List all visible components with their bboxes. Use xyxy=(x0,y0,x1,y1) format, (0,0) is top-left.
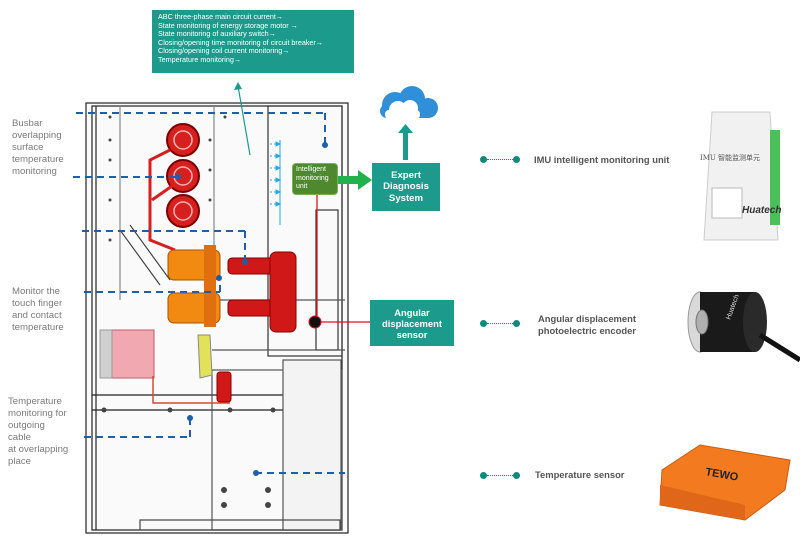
info-pointer-arrowhead xyxy=(234,82,242,90)
earthing-switch xyxy=(197,334,213,379)
label-line: touch finger xyxy=(12,298,63,309)
callout-connector-encoder xyxy=(480,320,520,327)
temperature-sensor-image: TEWO xyxy=(659,444,791,521)
function-item: Closing/opening coil current monitoring→ xyxy=(158,46,290,56)
box-line: Expert xyxy=(391,169,421,181)
label-line: monitoring for xyxy=(8,408,67,419)
connector-dot xyxy=(513,472,520,479)
product-label-temperature-sensor: Temperature sensor xyxy=(535,469,625,480)
sensor-points xyxy=(175,142,328,476)
function-item: Temperature monitoring→ xyxy=(158,54,242,64)
function-item: ABC three-phase main circuit current→ xyxy=(158,12,284,21)
label-line: cable xyxy=(8,432,31,443)
box-line: Intelligent xyxy=(296,166,326,173)
info-pointer-line xyxy=(237,85,251,156)
box-line: System xyxy=(388,192,424,204)
green-arrow-head xyxy=(358,170,372,190)
encoder-image: Huatech xyxy=(687,291,800,363)
label-line: temperature xyxy=(12,154,64,165)
teal-arrow-head xyxy=(398,124,413,133)
svg-text:Huatech: Huatech xyxy=(742,205,781,216)
box-line: sensor xyxy=(396,328,428,340)
label-busbar-temperature: Busbar overlapping surface temperature m… xyxy=(12,118,64,178)
surge-arrester xyxy=(216,371,232,403)
product-label-encoder: Angular displacement photoelectric encod… xyxy=(538,313,636,336)
label-outgoing-cable-temperature: Temperature monitoring for outgoing cabl… xyxy=(8,396,68,468)
label-line: photoelectric encoder xyxy=(538,324,636,336)
connector-dot xyxy=(480,156,487,163)
cloud-icon xyxy=(380,86,438,119)
label-line: place xyxy=(8,456,31,467)
label-line: and contact xyxy=(12,310,62,321)
circuit-breaker-poles xyxy=(227,251,297,333)
callout-connector-temperature xyxy=(480,472,520,479)
intelligent-monitoring-unit-box: Intelligent monitoring unit xyxy=(292,163,338,195)
label-line: overlapping xyxy=(12,130,62,141)
connector-line xyxy=(487,475,513,476)
bushing-c xyxy=(166,194,200,228)
label-line: Angular displacement xyxy=(538,313,636,324)
label-line: surface xyxy=(12,142,44,153)
green-arrow-shaft xyxy=(338,176,358,184)
box-line: displacement xyxy=(382,317,442,329)
connector-dot xyxy=(480,320,487,327)
signal-arrows xyxy=(270,140,282,225)
contact-arms xyxy=(167,245,221,327)
svg-text:IMU 智能监测单元: IMU 智能监测单元 xyxy=(700,153,760,162)
function-item: State monitoring of auxiliary switch→ xyxy=(158,29,276,39)
label-line: Temperature xyxy=(8,396,62,407)
label-line: outgoing xyxy=(8,420,45,431)
box-line: unit xyxy=(296,183,308,190)
connector-dot xyxy=(480,472,487,479)
busbar-conductor xyxy=(148,148,176,252)
label-line: temperature xyxy=(12,322,64,333)
teal-arrow-shaft xyxy=(403,132,408,160)
callout-connector-imu xyxy=(480,156,520,163)
connector-dot xyxy=(513,320,520,327)
angular-displacement-sensor-box: Angular displacement sensor xyxy=(370,300,454,346)
box-line: Diagnosis xyxy=(383,181,429,193)
label-line: at overlapping xyxy=(8,444,69,455)
box-line: Angular xyxy=(394,306,430,318)
current-transformer xyxy=(99,329,155,379)
bushing-a xyxy=(166,123,200,157)
label-touch-finger-temperature: Monitor the touch finger and contact tem… xyxy=(12,286,64,334)
cable-line xyxy=(152,376,230,404)
product-label-imu: IMU intelligent monitoring unit xyxy=(534,154,670,165)
bolt-dots xyxy=(101,115,276,508)
connector-line xyxy=(487,159,513,160)
monitoring-functions-box: ABC three-phase main circuit current→ St… xyxy=(152,10,354,73)
label-line: monitoring xyxy=(12,166,57,177)
expert-diagnosis-system-box: Expert Diagnosis System xyxy=(372,163,440,211)
connector-dot xyxy=(513,156,520,163)
box-line: monitoring xyxy=(296,174,329,182)
imu-device-image: Huatech IMU 智能监测单元 xyxy=(700,111,781,241)
sensor-dashed-lines xyxy=(73,112,345,474)
label-line: Busbar xyxy=(12,118,43,129)
svg-text:TEWO: TEWO xyxy=(704,466,739,484)
encoder-position-marker xyxy=(308,315,322,329)
connector-line xyxy=(487,323,513,324)
label-line: Monitor the xyxy=(12,286,60,297)
function-item: Closing/opening time monitoring of circu… xyxy=(158,37,323,47)
function-item: State monitoring of energy storage motor… xyxy=(158,20,298,30)
